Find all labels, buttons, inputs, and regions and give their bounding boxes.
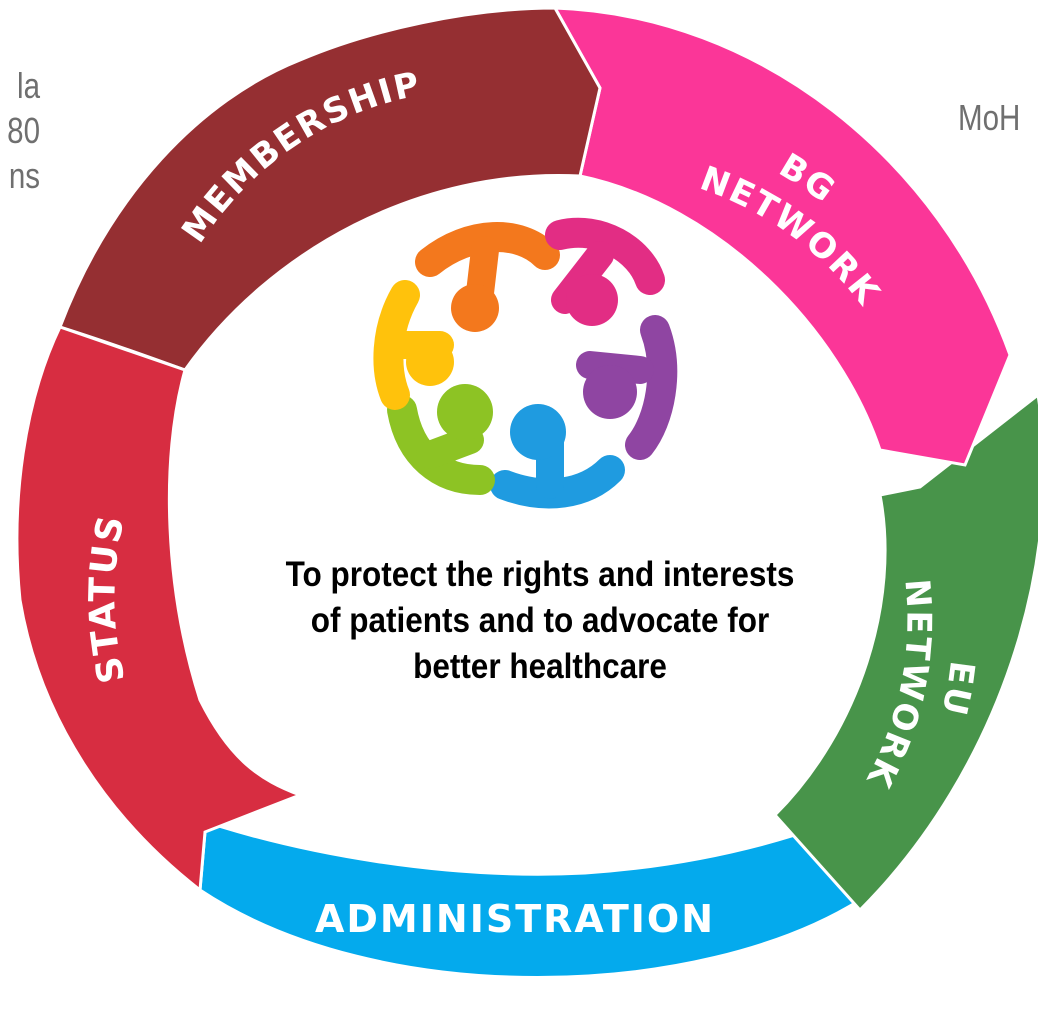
administration-label: ADMINISTRATION: [315, 897, 715, 941]
patients-logo-icon: [373, 217, 678, 509]
segment-administration: [184, 813, 863, 979]
left-fragment-line: la: [17, 65, 40, 106]
segment-membership: [58, 6, 602, 372]
logo-figure-purple: [576, 315, 678, 460]
mission-statement: To protect the rights and interests of p…: [198, 552, 882, 690]
logo-figure-pink: [545, 217, 665, 326]
right-fragment-text: MoH: [958, 97, 1021, 138]
mission-line: better healthcare: [413, 647, 667, 686]
segment-eu-network: [772, 393, 1038, 913]
segment-bg-network: [552, 6, 1012, 467]
left-fragment-line: ns: [8, 155, 40, 196]
logo-figure-green: [387, 384, 495, 495]
segment-status: [15, 325, 305, 893]
logo-figure-yellow: [373, 280, 454, 410]
mission-line: To protect the rights and interests: [285, 555, 795, 594]
mission-line: of patients and to advocate for: [310, 601, 770, 640]
logo-figure-blue: [490, 404, 625, 509]
left-fragment-text: la 80 ns: [6, 63, 40, 198]
left-fragment-line: 80: [7, 110, 40, 151]
logo-figure-orange: [415, 222, 560, 332]
